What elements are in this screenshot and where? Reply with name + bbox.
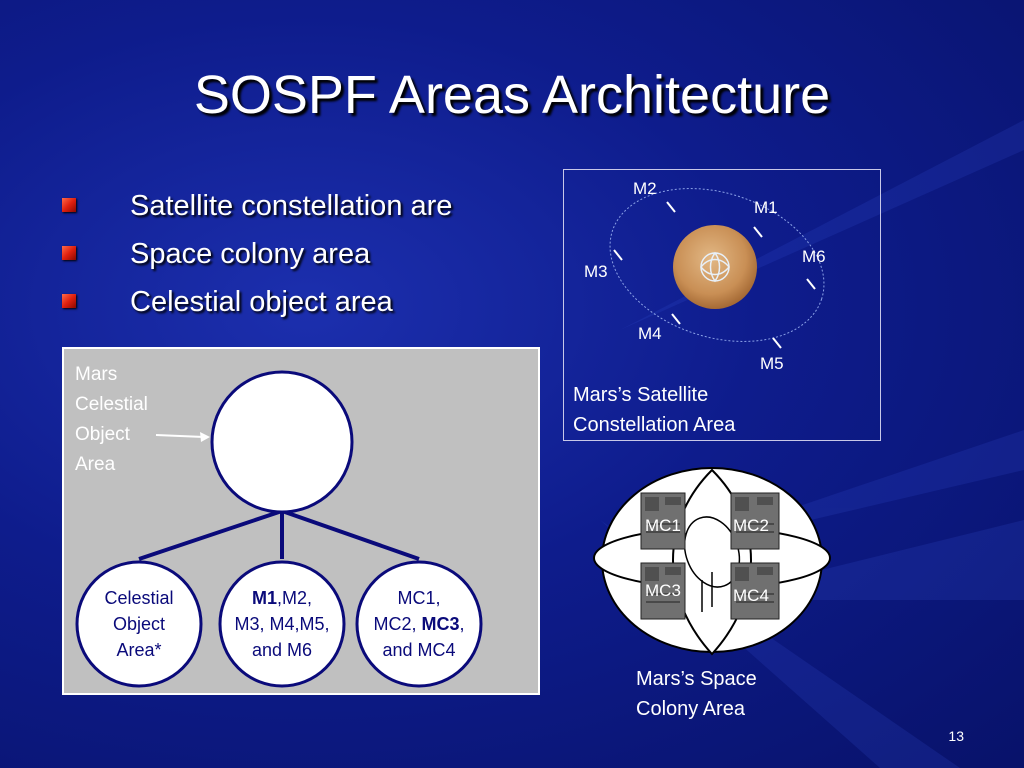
mars-celestial-label: Mars Celestial Object Area bbox=[75, 364, 148, 475]
server-module-icon bbox=[640, 492, 686, 550]
space-colony-diagram: MC1 MC2 MC3 MC4 bbox=[590, 462, 840, 677]
tree-edge bbox=[138, 509, 283, 561]
page-number: 13 bbox=[948, 728, 964, 744]
bullet-square-icon bbox=[62, 198, 76, 212]
node-label-satellites: M1,M2, M3, M4,M5, and M6 bbox=[234, 588, 330, 660]
satellite-label-m6: M6 bbox=[802, 247, 826, 266]
module-label-mc4: MC4 bbox=[733, 586, 769, 605]
bullet-item: Satellite constellation are bbox=[62, 186, 452, 234]
satellite-label-m4: M4 bbox=[638, 324, 662, 343]
node-label-colony: MC1, MC2, MC3, and MC4 bbox=[373, 588, 465, 660]
server-module-icon bbox=[640, 562, 686, 620]
tree-edge bbox=[281, 509, 420, 561]
colony-rings bbox=[593, 468, 831, 656]
bullet-square-icon bbox=[62, 294, 76, 308]
satellite-label-m3: M3 bbox=[584, 262, 608, 281]
child-node-colony bbox=[355, 560, 483, 688]
root-node bbox=[210, 370, 354, 514]
mars-planet bbox=[673, 225, 757, 309]
satellite-area-caption: Mars’s Satellite Constellation Area bbox=[573, 384, 736, 436]
colony-structure bbox=[593, 467, 831, 656]
satellite-constellation-panel: M2 M1 M6 M3 M4 M5 Mars’s Satellite Const… bbox=[563, 169, 881, 441]
colony-area-caption: Mars’s Space Colony Area bbox=[636, 668, 757, 720]
bullet-text: Satellite constellation are bbox=[130, 190, 453, 222]
module-label-mc2: MC2 bbox=[733, 516, 769, 535]
label-arrow bbox=[155, 434, 205, 438]
server-module-icon bbox=[730, 562, 780, 620]
bullet-list: Satellite constellation are Space colony… bbox=[62, 186, 452, 330]
globe-icon bbox=[700, 251, 730, 283]
bullet-text: Space colony area bbox=[130, 238, 371, 270]
bullet-item: Space colony area bbox=[62, 234, 452, 282]
bullet-text: Celestial object area bbox=[130, 286, 393, 318]
satellite-label-m1: M1 bbox=[754, 198, 778, 217]
satellite-label-m5: M5 bbox=[760, 354, 784, 373]
orbit-path bbox=[609, 188, 825, 342]
child-node-celestial bbox=[75, 560, 203, 688]
module-label-mc3: MC3 bbox=[645, 581, 681, 600]
mars-orbit-diagram bbox=[609, 188, 825, 349]
label-arrow-head bbox=[200, 432, 210, 442]
area-tree-diagram bbox=[75, 370, 483, 688]
satellite-markers bbox=[613, 201, 816, 349]
module-label-mc1: MC1 bbox=[645, 516, 681, 535]
slide-title: SOSPF Areas Architecture bbox=[193, 65, 831, 125]
satellite-label-m2: M2 bbox=[633, 179, 657, 198]
node-label-celestial: Celestial Object Area* bbox=[104, 588, 174, 660]
bullet-item: Celestial object area bbox=[62, 282, 452, 330]
child-node-satellites bbox=[218, 560, 346, 688]
server-module-icon bbox=[730, 492, 780, 550]
bullet-square-icon bbox=[62, 246, 76, 260]
celestial-area-panel: Mars Celestial Object Area Celestial Obj… bbox=[62, 347, 540, 695]
